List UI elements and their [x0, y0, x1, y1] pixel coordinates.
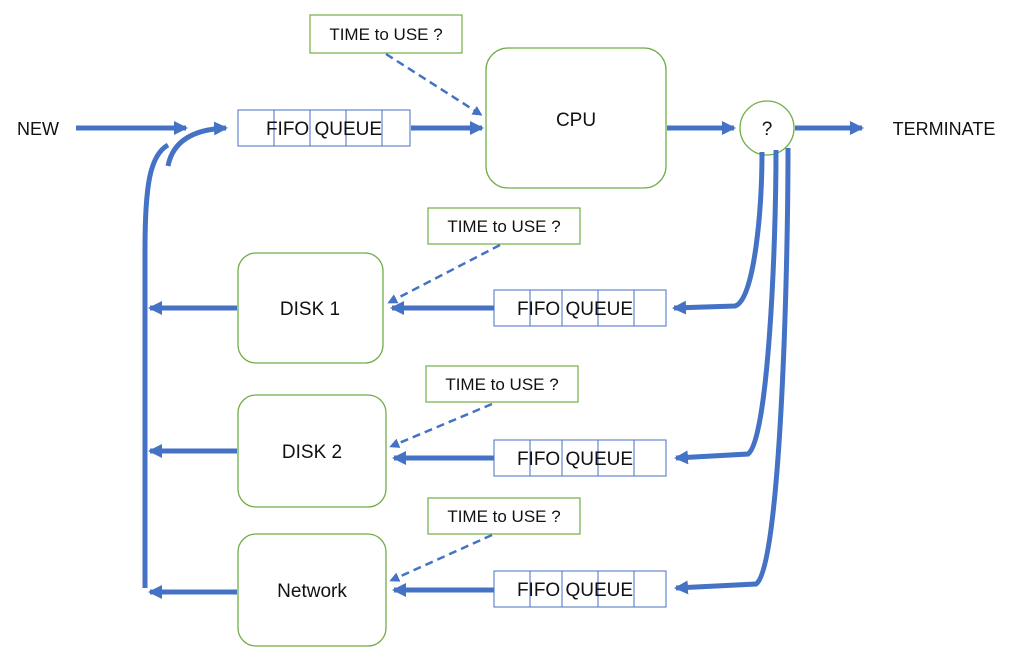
- terminate-label: TERMINATE: [893, 119, 996, 139]
- cpu-time-label: TIME to USE ?: [329, 25, 442, 44]
- network-node: Network: [237, 533, 387, 647]
- disk1-fifo-queue: FIFO QUEUE: [493, 289, 667, 327]
- network-time-dashed-arrow: [389, 533, 493, 582]
- decision-label: ?: [762, 119, 773, 140]
- cpu-node: CPU: [485, 47, 667, 189]
- return-feeder-arrow: [165, 121, 228, 167]
- network-fifo-queue: FIFO QUEUE: [493, 570, 667, 608]
- network-time-label: TIME to USE ?: [447, 507, 560, 526]
- cpu-fifo-queue: FIFO QUEUE: [237, 109, 411, 147]
- disk1-time-dashed-arrow: [387, 243, 501, 304]
- cpu-time-note: TIME to USE ?: [309, 14, 463, 54]
- disk1-time-label: TIME to USE ?: [447, 217, 560, 236]
- cpu-queue-label: FIFO QUEUE: [266, 119, 382, 140]
- disk2-label: DISK 2: [282, 442, 342, 463]
- disk2-node: DISK 2: [237, 394, 387, 508]
- disk2-fifo-queue: FIFO QUEUE: [493, 439, 667, 477]
- new-label: NEW: [17, 119, 59, 139]
- disk1-node: DISK 1: [237, 252, 384, 364]
- disk1-queue-label: FIFO QUEUE: [517, 299, 633, 320]
- network-queue-label: FIFO QUEUE: [517, 580, 633, 601]
- disk1-label: DISK 1: [280, 299, 340, 320]
- disk2-time-note: TIME to USE ?: [425, 365, 579, 403]
- left-return-bus-curve: [142, 142, 170, 251]
- decision-to-disk2-line: [674, 149, 779, 465]
- disk2-time-dashed-arrow: [389, 402, 493, 448]
- decision-node: ?: [739, 100, 795, 156]
- disk2-time-label: TIME to USE ?: [445, 375, 558, 394]
- decision-to-disk1-line: [672, 151, 765, 315]
- cpu-label: CPU: [556, 110, 596, 131]
- disk1-time-note: TIME to USE ?: [427, 207, 581, 245]
- disk2-queue-label: FIFO QUEUE: [517, 449, 633, 470]
- network-label: Network: [277, 581, 347, 602]
- cpu-time-dashed-arrow: [385, 52, 483, 116]
- decision-to-network-line: [674, 147, 791, 595]
- network-time-note: TIME to USE ?: [427, 497, 581, 535]
